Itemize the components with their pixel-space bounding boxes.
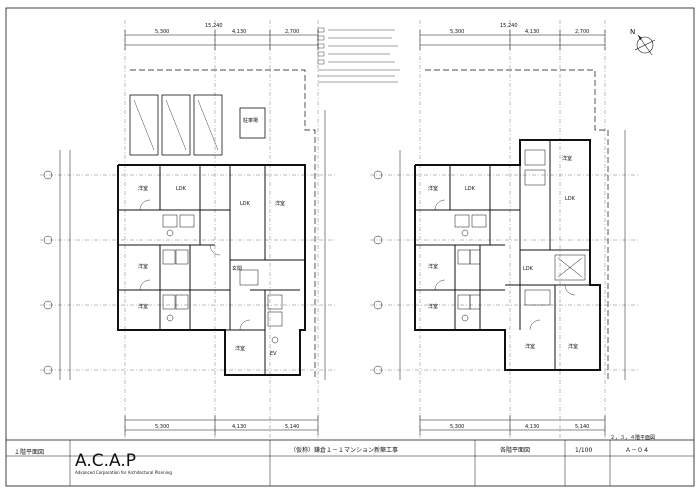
drawing-name: 各階平面図: [500, 446, 530, 454]
dim-p2-top-2: 4,130: [525, 29, 539, 35]
room-p2-3: LDK: [565, 196, 576, 202]
room-p1-5: 洋室: [275, 200, 285, 207]
room-p2-8: 洋室: [568, 343, 578, 350]
dim-p1-top-1: 5,300: [155, 29, 169, 35]
dim-p1-top-2: 4,130: [232, 29, 246, 35]
building-outline-1f: [117, 164, 306, 376]
room-p2-2: 洋室: [428, 263, 438, 270]
room-p2-1: LDK: [465, 186, 476, 192]
title-block: A.C.A.P Advanced Corporation for Archite…: [6, 439, 694, 486]
dim-p1-bottom-2: 4,130: [232, 424, 246, 430]
company-logo: A.C.A.P: [75, 451, 136, 471]
scale-value: 1/100: [575, 447, 592, 454]
room-p2-4: 洋室: [428, 303, 438, 310]
plan-label-1f: １階平面図: [14, 448, 44, 456]
room-p2-6: LDK: [523, 266, 534, 272]
dim-p2-bottom-3: 5,140: [575, 424, 589, 430]
room-p1-8: EV: [270, 351, 277, 357]
room-p1-9: 駐車場: [243, 117, 258, 124]
dim-p2-total: 15,240: [500, 23, 518, 29]
plan-2-4f: 5,300 4,130 2,700 15,240 5,300 4,130 5,1…: [370, 20, 655, 441]
room-p1-6: 玄関: [232, 265, 242, 272]
dim-p1-bottom-1: 5,300: [155, 424, 169, 430]
dim-p1-top-3: 2,700: [285, 29, 299, 35]
project-name: （仮称）鎌倉１－１マンション新築工事: [290, 446, 398, 454]
room-p1-2: 洋室: [138, 263, 148, 270]
sheet-border: [5, 7, 695, 487]
notes-legend: [317, 27, 400, 83]
plan-1f: 5,300 4,130 2,700 15,240 5,300 4,130 5,1…: [14, 20, 335, 456]
room-p1-1: LDK: [176, 186, 187, 192]
plan-label-2-4f: ２，３，４階平面図: [610, 434, 655, 441]
room-p1-0: 洋室: [138, 185, 148, 192]
dim-p1-bottom-3: 5,140: [285, 424, 299, 430]
room-p2-5: 洋室: [562, 155, 572, 162]
north-label: N: [630, 28, 635, 36]
dim-p2-top-1: 5,300: [450, 29, 464, 35]
north-arrow-icon: N: [630, 28, 656, 56]
company-sub: Advanced Corporation for Architectural P…: [75, 470, 172, 475]
dim-p2-bottom-1: 5,300: [450, 424, 464, 430]
room-p1-3: LDK: [240, 201, 251, 207]
room-p1-4: 洋室: [138, 303, 148, 310]
dim-p1-total: 15,240: [205, 23, 223, 29]
room-p2-0: 洋室: [428, 185, 438, 192]
room-p1-7: 洋室: [235, 345, 245, 352]
room-p2-7: 洋室: [525, 343, 535, 350]
dim-p2-bottom-2: 4,130: [525, 424, 539, 430]
parking-area: [129, 94, 266, 156]
dim-p2-top-3: 2,700: [575, 29, 589, 35]
sheet-number: Ａ－０４: [625, 447, 649, 454]
